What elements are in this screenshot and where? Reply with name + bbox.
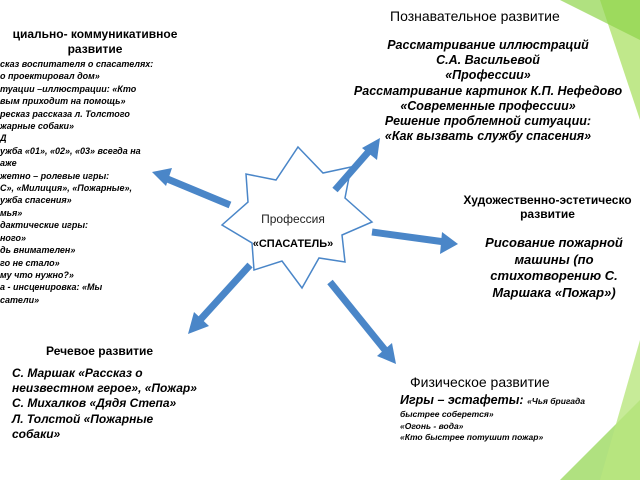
list-item: быстрее соберется»: [400, 409, 494, 419]
artistic-heading: Художественно-эстетическо развитие: [463, 193, 632, 221]
list-item: С. Маршак «Рассказ о: [12, 366, 143, 380]
central-star-shape: [220, 145, 374, 290]
list-item: сказ воспитателя о спасателях:: [0, 59, 154, 69]
list-item: ного»: [0, 232, 27, 243]
list-item: машины (по: [514, 251, 594, 267]
arrow-to-social: [152, 168, 232, 209]
list-item: Игры – эстафеты:: [400, 393, 524, 407]
list-item: о проектировал дом»: [0, 71, 100, 82]
list-item: аже: [0, 158, 17, 169]
list-item: го не стало»: [0, 257, 60, 268]
list-item: С», «Милиция», «Пожарные»,: [0, 183, 132, 194]
center-title: Профессия: [261, 212, 325, 226]
list-item: «Профессии»: [445, 68, 531, 83]
social-block: циально- коммуникативное развитие сказ в…: [0, 27, 200, 306]
speech-heading: Речевое развитие: [46, 344, 154, 358]
list-item: ужба спасения»: [0, 195, 72, 206]
list-item: «Чья бригада: [527, 396, 586, 406]
list-item: неизвестном герое», «Пожар»: [12, 381, 197, 396]
list-item: С. Михалков «Дядя Степа»: [12, 396, 177, 411]
social-list: сказ воспитателя о спасателях: о проекти…: [0, 58, 200, 306]
list-item: Маршака «Пожар»): [492, 284, 616, 300]
physical-list: Игры – эстафеты: «Чья бригада быстрее со…: [400, 392, 640, 444]
arrow-to-physical: [327, 279, 396, 364]
list-item: вым приходит на помощь»: [0, 96, 126, 107]
list-item: С.А. Васильевой: [436, 53, 540, 68]
arrow-to-cognitive: [332, 138, 380, 193]
list-item: «Кто быстрее потушит пожар»: [400, 432, 544, 442]
list-item: собаки»: [12, 426, 61, 441]
social-heading: циально- коммуникативное развитие: [12, 27, 178, 56]
list-item: Рассматривание картинок К.П. Нефедово: [353, 83, 623, 98]
list-item: «Как вызвать службу спасения»: [384, 129, 592, 144]
list-item: стихотворению С.: [490, 268, 618, 283]
list-item: сатели»: [0, 294, 40, 305]
list-item: дь внимателен»: [0, 245, 76, 256]
list-item: дактические игры:: [0, 220, 89, 231]
list-item: ресказ рассказа л. Толстого: [0, 108, 130, 119]
list-item: «Современные профессии»: [400, 98, 576, 113]
list-item: Решение проблемной ситуации:: [384, 114, 592, 129]
artistic-list: Рисование пожарной машины (по стихотворе…: [468, 235, 640, 301]
center-subtitle: «СПАСАТЕЛЬ»: [252, 238, 334, 250]
speech-list: С. Маршак «Рассказ о неизвестном герое»,…: [12, 366, 232, 442]
physical-heading: Физическое развитие: [410, 374, 550, 390]
list-item: му что нужно?»: [0, 269, 74, 280]
cognitive-list: Рассматривание иллюстраций С.А. Васильев…: [338, 38, 638, 144]
list-item: Рассматривание иллюстраций: [387, 38, 589, 52]
list-item: а - инсценировка: «Мы: [0, 282, 103, 293]
cognitive-heading: Познавательное развитие: [390, 8, 560, 24]
list-item: Рисование пожарной: [485, 235, 623, 250]
arrow-to-artistic: [371, 228, 458, 254]
list-item: Л. Толстой «Пожарные: [12, 411, 154, 426]
list-item: Д: [0, 133, 7, 144]
list-item: мья»: [0, 207, 23, 218]
arrow-to-speech: [188, 262, 253, 334]
list-item: жарные собаки»: [0, 121, 75, 132]
list-item: «Огонь - вода»: [400, 420, 464, 431]
list-item: ужба «01», «02», «03» всегда на: [0, 145, 141, 156]
list-item: жетно – ролевые игры:: [0, 170, 110, 181]
list-item: туации –иллюстрации: «Кто: [0, 83, 137, 94]
